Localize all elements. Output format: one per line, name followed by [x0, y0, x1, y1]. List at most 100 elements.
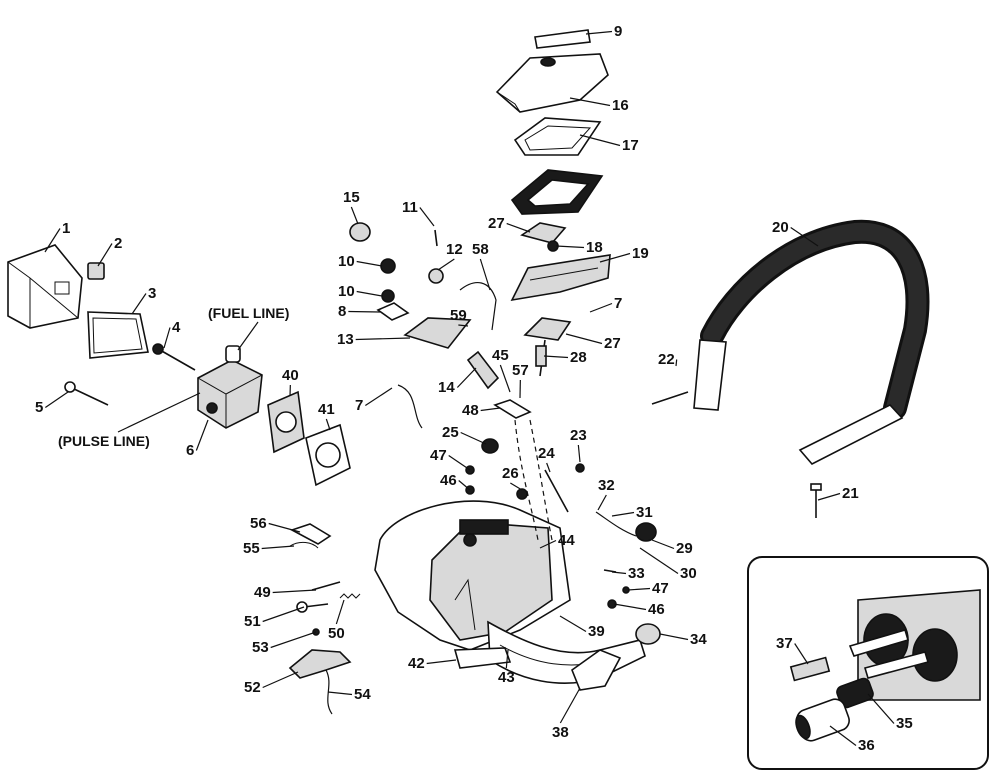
fuel-line-dashed	[514, 419, 539, 541]
leader-line	[867, 693, 895, 724]
washer-part-10a	[380, 258, 396, 274]
leader-line	[268, 522, 301, 533]
part-label-52: 52	[244, 679, 261, 696]
leader-line	[195, 419, 209, 451]
leader-line	[163, 327, 171, 349]
leader-line	[597, 494, 607, 511]
leader-line	[270, 631, 317, 649]
leader-line	[559, 615, 587, 633]
bolt-part-21	[810, 483, 822, 518]
part-label-4: 4	[172, 319, 181, 336]
carburetor-part-6	[197, 345, 263, 429]
leader-line	[44, 228, 61, 253]
leader-line	[480, 407, 501, 412]
part-label-50: 50	[328, 625, 345, 642]
part-label-13: 13	[337, 331, 354, 348]
part-label-41: 41	[318, 401, 335, 418]
rod-part-24	[544, 469, 569, 513]
leader-line	[790, 227, 819, 247]
leader-line	[659, 633, 689, 641]
bolt-part-51	[296, 601, 329, 613]
leader-line	[479, 258, 491, 291]
air-filter-cover-part-16	[495, 53, 609, 113]
part-label-1: 1	[62, 220, 70, 237]
spacer-part-40	[267, 390, 305, 454]
part-label-57: 57	[512, 362, 529, 379]
screw-part-23	[575, 463, 585, 473]
leader-line	[460, 431, 487, 445]
wire-part-32	[595, 511, 637, 537]
pin-part-11	[434, 229, 438, 247]
bolt-part-22	[651, 391, 689, 405]
leader-line	[325, 418, 331, 431]
part-label-34: 34	[690, 631, 707, 648]
leader-line	[356, 260, 383, 267]
part-label-9: 9	[614, 23, 622, 40]
switch-part-55	[289, 541, 319, 549]
leader-line	[348, 310, 381, 313]
cover-part-1	[7, 244, 83, 329]
rod-part-49	[311, 581, 341, 591]
leader-line	[261, 545, 295, 550]
part-label-27b: 27	[604, 335, 621, 352]
part-label-2: 2	[114, 235, 122, 252]
leader-line	[419, 207, 435, 227]
grommet-part-25	[481, 438, 499, 454]
part-label-43: 43	[498, 669, 515, 686]
switch-part-56	[289, 523, 332, 545]
clip-part-2	[87, 262, 105, 280]
part-label-7a: 7	[355, 397, 363, 414]
leader-line	[356, 290, 383, 297]
leader-line	[506, 222, 531, 233]
gasket-part-27a	[520, 222, 567, 244]
inset-detail	[747, 556, 989, 770]
part-label-17: 17	[622, 137, 639, 154]
part-label-36: 36	[858, 737, 875, 754]
leader-line	[543, 355, 569, 359]
part-label-15: 15	[343, 189, 360, 206]
screw-part-4	[152, 343, 196, 371]
leader-line	[262, 671, 299, 689]
screw-part-5	[64, 381, 109, 406]
bracket-part-19	[510, 254, 611, 302]
leader-line	[611, 511, 635, 517]
leader-line	[611, 571, 627, 575]
part-label-24: 24	[538, 445, 555, 462]
leader-line	[577, 444, 581, 463]
part-label-56: 56	[250, 515, 267, 532]
leader-line	[262, 606, 305, 623]
part-label-44: 44	[558, 532, 575, 549]
part-label-22: 22	[658, 351, 675, 368]
parts-artwork	[7, 29, 989, 770]
part-label-8: 8	[338, 303, 346, 320]
leader-line	[97, 243, 113, 267]
part-label-14: 14	[438, 379, 455, 396]
leader-line	[675, 359, 678, 367]
leader-line	[539, 539, 557, 549]
part-label-3: 3	[148, 285, 156, 302]
part-label-16: 16	[612, 97, 629, 114]
leader-line	[456, 367, 477, 388]
part-label-45: 45	[492, 347, 509, 364]
part-label-5: 5	[35, 399, 43, 416]
plate-part-8	[376, 302, 410, 321]
leader-line	[426, 659, 457, 665]
fuel-line-caption-leader	[237, 321, 259, 351]
leader-line	[335, 599, 345, 625]
gasket-part-3	[87, 311, 149, 359]
part-label-27a: 27	[488, 215, 505, 232]
pulse-line-caption: (PULSE LINE)	[58, 433, 150, 449]
leader-line	[546, 462, 551, 473]
part-label-23: 23	[570, 427, 587, 444]
washer-part-10b	[381, 289, 395, 303]
gasket-part-41	[305, 423, 351, 487]
leader-line	[599, 252, 631, 263]
part-label-58: 58	[472, 241, 489, 258]
part-label-59: 59	[450, 307, 467, 324]
mount-part-38	[571, 649, 622, 691]
part-label-46b: 46	[648, 601, 665, 618]
part-label-48: 48	[462, 402, 479, 419]
leader-line	[579, 134, 621, 147]
air-filter-part-17	[510, 117, 604, 215]
part-label-29: 29	[676, 540, 693, 557]
